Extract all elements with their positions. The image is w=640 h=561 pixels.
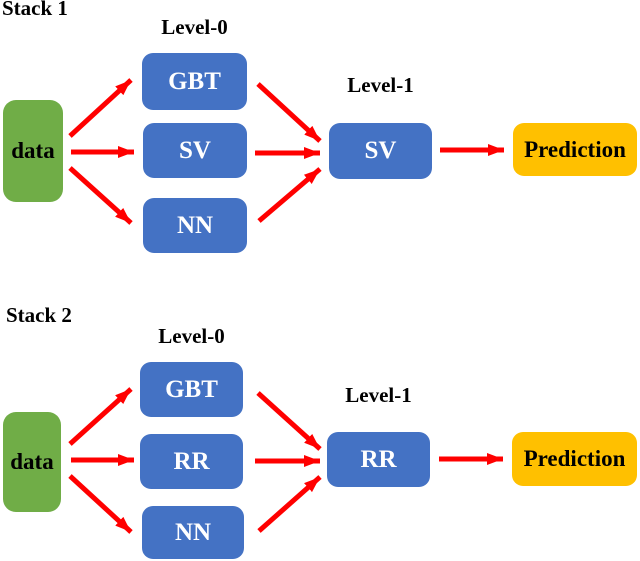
arrow-stack2-data-to-nn (68, 474, 133, 534)
stack2-level1-label: Level-1 (345, 383, 412, 407)
stack1-model-sv: SV (143, 123, 247, 178)
stack2-level1-model: RR (327, 432, 430, 487)
stack2-model-rr: RR (140, 434, 243, 489)
arrow-stack1-gbt-to-level1 (256, 82, 322, 143)
stack2-model-gbt: GBT (140, 362, 243, 417)
arrow-stack2-gbt-to-level1 (256, 391, 322, 451)
arrow-stack1-data-to-gbt (68, 78, 133, 138)
stack2-data-box: data (3, 412, 61, 512)
stack2-model-nn: NN (142, 506, 244, 559)
stack1-model-gbt: GBT (142, 53, 247, 110)
stack1-level1-label: Level-1 (347, 73, 414, 97)
arrow-stack2-nn-to-level1 (257, 475, 322, 533)
stack1-level1-model: SV (329, 123, 432, 179)
stack1-prediction-box: Prediction (513, 123, 637, 176)
stack1-data-box: data (3, 100, 63, 202)
stack1-level0-label: Level-0 (161, 15, 228, 39)
stack2-prediction-box: Prediction (512, 432, 637, 486)
stack1-title: Stack 1 (2, 0, 68, 20)
arrow-stack1-data-to-nn (68, 166, 133, 225)
stack2-level0-label: Level-0 (158, 324, 225, 348)
stack2-title: Stack 2 (6, 303, 72, 327)
arrow-stack2-data-to-gbt (68, 387, 133, 446)
arrow-stack1-nn-to-level1 (257, 167, 322, 223)
stack1-model-nn: NN (143, 198, 247, 253)
